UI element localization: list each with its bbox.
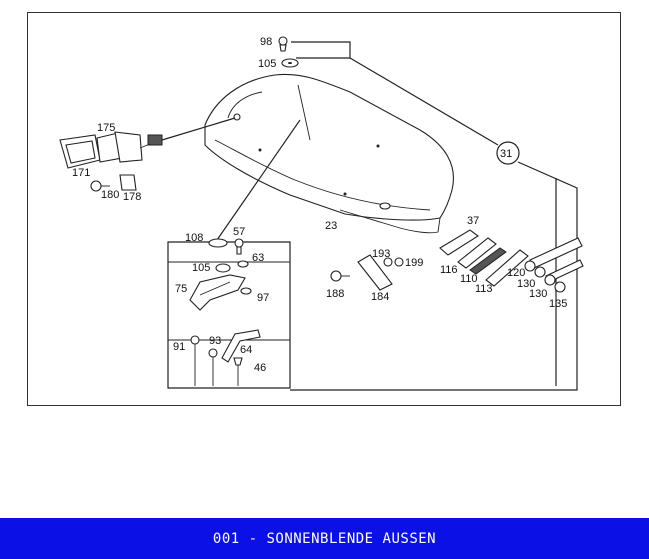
label-63: 63 — [252, 252, 264, 264]
label-110: 110 — [460, 273, 478, 285]
lamp-assembly — [59, 117, 236, 169]
plate-184 — [357, 254, 393, 291]
nut-199 — [394, 257, 404, 267]
washer-130a — [534, 266, 546, 278]
bracket-75 — [189, 274, 246, 311]
label-130a: 130 — [517, 278, 535, 290]
label-37: 37 — [467, 215, 479, 227]
screw-91 — [190, 335, 200, 386]
label-188: 188 — [326, 288, 344, 300]
hinge-plate-116 — [439, 229, 479, 256]
label-180: 180 — [101, 189, 119, 201]
label-23: 23 — [325, 220, 337, 232]
label-113: 113 — [475, 283, 493, 295]
arm-64 — [221, 329, 261, 363]
label-64: 64 — [240, 344, 252, 356]
label-193: 193 — [372, 248, 390, 260]
label-108: 108 — [185, 232, 203, 244]
friction-disc-110 — [457, 237, 497, 269]
label-75: 75 — [175, 283, 187, 295]
washer-120 — [524, 260, 536, 272]
washer-105 — [281, 58, 299, 68]
diagram-title: 001 - SONNENBLENDE AUSSEN — [212, 530, 437, 547]
callout-circle-31 — [496, 141, 520, 165]
label-57: 57 — [233, 226, 245, 238]
screw-57 — [234, 238, 244, 255]
label-46: 46 — [254, 362, 266, 374]
label-199: 199 — [405, 257, 423, 269]
label-93: 93 — [209, 335, 221, 347]
detail-box — [167, 119, 301, 389]
pin-46 — [233, 357, 243, 386]
label-171: 171 — [72, 167, 90, 179]
label-31: 31 — [500, 148, 512, 160]
nut-97 — [240, 287, 252, 295]
cable — [161, 117, 236, 141]
washer-130b — [544, 274, 556, 286]
label-97: 97 — [257, 292, 269, 304]
clip-178 — [119, 174, 137, 191]
footer-bar: 001 - SONNENBLENDE AUSSEN — [0, 518, 649, 559]
screw-180 — [90, 180, 110, 192]
label-135: 135 — [549, 298, 567, 310]
label-116: 116 — [440, 264, 458, 276]
label-175: 175 — [97, 122, 115, 134]
disc-113 — [469, 247, 507, 275]
label-178: 178 — [123, 191, 141, 203]
screw-98 — [278, 36, 288, 52]
label-105: 105 — [258, 58, 276, 70]
pin-135 — [554, 281, 566, 293]
screw-188 — [330, 270, 350, 282]
exploded-parts-diagram: 98 105 31 175 171 180 178 23 37 108 57 1… — [59, 36, 584, 391]
label-105-detail: 105 — [192, 262, 210, 274]
cover-37 — [485, 249, 529, 287]
leader-31-right — [290, 161, 578, 391]
label-91: 91 — [173, 341, 185, 353]
leader-to-31 — [349, 57, 499, 146]
washer-105-detail — [215, 263, 231, 273]
leader-98-105 — [291, 41, 351, 59]
nut-63 — [237, 260, 249, 268]
label-120: 120 — [507, 267, 525, 279]
diagram-frame — [27, 12, 621, 406]
label-98: 98 — [260, 36, 272, 48]
label-130b: 130 — [529, 288, 547, 300]
washer-108 — [208, 238, 228, 248]
nut-193 — [383, 257, 393, 267]
sun-visor-body — [204, 73, 454, 234]
label-184: 184 — [371, 291, 389, 303]
nut-93 — [208, 348, 218, 386]
